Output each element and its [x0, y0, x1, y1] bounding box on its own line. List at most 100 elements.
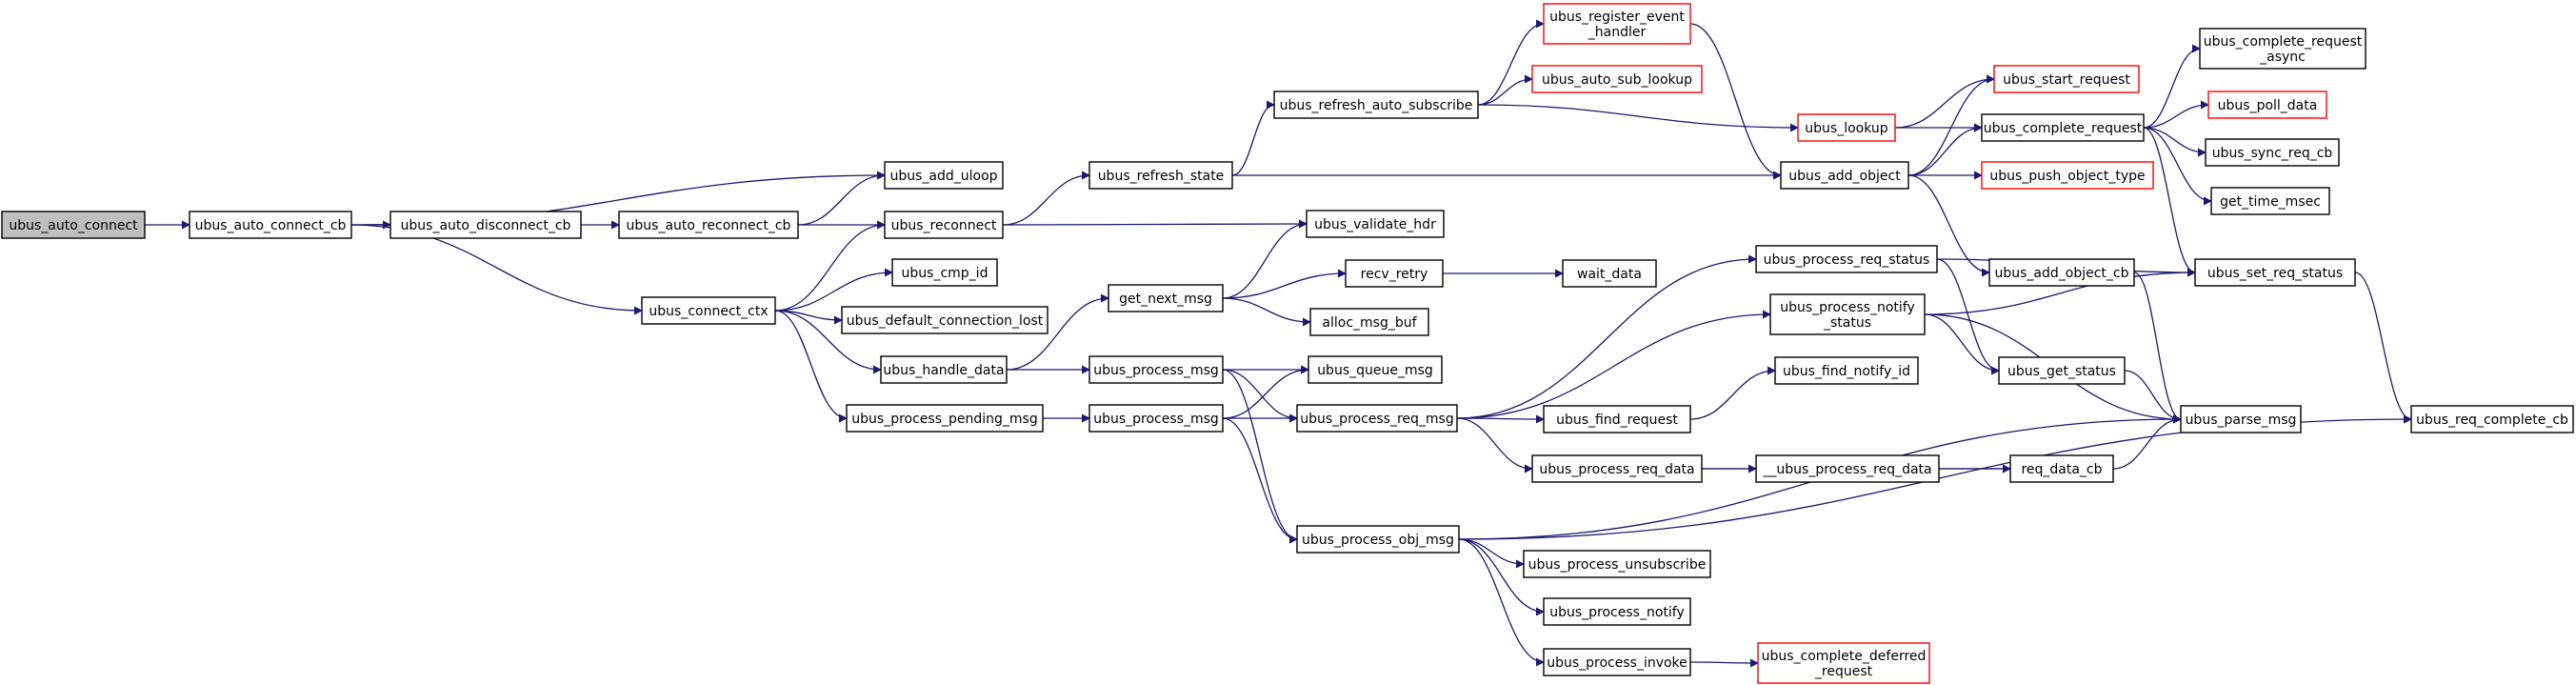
- node-auto-connect: ubus_auto_connect: [1, 211, 146, 239]
- node-label: recv_retry: [1361, 267, 1428, 282]
- node-box: [1088, 404, 1224, 433]
- node-box: [1088, 161, 1233, 190]
- node-refresh-state[interactable]: ubus_refresh_state: [1088, 161, 1233, 190]
- node-box: [891, 258, 998, 287]
- node-label: ubus_push_object_type: [1989, 169, 2145, 184]
- node-alloc-msg-buf[interactable]: alloc_msg_buf: [1309, 308, 1429, 336]
- node-wait-data[interactable]: wait_data: [1562, 259, 1657, 288]
- node-box: [1308, 355, 1443, 384]
- node-box: [641, 296, 776, 325]
- edge-handle-data-to-get-next-msg: [1006, 293, 1109, 371]
- node-add-object-cb[interactable]: ubus_add_object_cb: [1988, 258, 2135, 287]
- node-connect-ctx[interactable]: ubus_connect_ctx: [641, 296, 776, 325]
- edge-refresh-auto-subscribe-to-auto-sub-lookup: [1477, 74, 1533, 106]
- node-validate-hdr[interactable]: ubus_validate_hdr: [1306, 210, 1445, 238]
- node-box: [1998, 356, 2126, 385]
- node-req-complete-cb[interactable]: ubus_req_complete_cb: [2410, 405, 2574, 433]
- node-label: ubus_cmp_id: [902, 266, 988, 281]
- node-process-req-msg[interactable]: ubus_process_req_msg: [1296, 404, 1458, 433]
- node-box: [1993, 65, 2140, 93]
- node-find-request[interactable]: ubus_find_request: [1543, 405, 1691, 433]
- node-label: ubus_auto_connect: [9, 218, 138, 233]
- node-reconnect[interactable]: ubus_reconnect: [884, 211, 1004, 239]
- node-refresh-auto-subscribe[interactable]: ubus_refresh_auto_subscribe: [1273, 91, 1479, 119]
- edge-arrow: [1002, 171, 1090, 226]
- node-push-object-type[interactable]: ubus_push_object_type: [1981, 161, 2154, 190]
- node-auto-sub-lookup[interactable]: ubus_auto_sub_lookup: [1531, 65, 1703, 93]
- node-box: [1562, 259, 1657, 288]
- node-label: ubus_process_invoke: [1547, 655, 1687, 671]
- node-start-request[interactable]: ubus_start_request: [1993, 65, 2140, 93]
- edge-arrow: [2143, 127, 2212, 206]
- node-complete-deferred-request[interactable]: ubus_complete_deferred_request: [1757, 642, 1930, 684]
- node-add-uloop[interactable]: ubus_add_uloop: [884, 161, 1004, 190]
- node-lookup[interactable]: ubus_lookup: [1797, 113, 1896, 142]
- node-default-connection-lost[interactable]: ubus_default_connection_lost: [841, 306, 1048, 334]
- node-get-next-msg[interactable]: get_next_msg: [1108, 284, 1224, 312]
- node-auto-connect-cb[interactable]: ubus_auto_connect_cb: [189, 211, 352, 239]
- edge-process-msg-b-to-process-obj-msg: [1222, 417, 1298, 544]
- node-queue-msg[interactable]: ubus_queue_msg: [1308, 355, 1443, 384]
- edge-process-obj-msg-to-process-invoke: [1458, 538, 1545, 667]
- node-process-unsubscribe[interactable]: ubus_process_unsubscribe: [1523, 550, 1711, 578]
- node-parse-msg[interactable]: ubus_parse_msg: [2180, 405, 2302, 433]
- edge-process-req-status-to-get-status: [1936, 258, 2000, 375]
- node-recv-retry[interactable]: recv_retry: [1345, 259, 1444, 288]
- node-get-time-msec[interactable]: get_time_msec: [2210, 187, 2330, 215]
- node-box: [1797, 113, 1896, 142]
- node-add-object[interactable]: ubus_add_object: [1780, 161, 1909, 190]
- node-process-req-status[interactable]: ubus_process_req_status: [1755, 245, 1938, 273]
- node-process-pending-msg[interactable]: ubus_process_pending_msg: [846, 404, 1044, 433]
- node-box: [1774, 356, 1919, 385]
- node-process-invoke[interactable]: ubus_process_invoke: [1543, 648, 1691, 676]
- node-get-status[interactable]: ubus_get_status: [1998, 356, 2126, 385]
- node-register-event-handler[interactable]: ubus_register_event_handler: [1543, 3, 1691, 45]
- edge-arrow: [1456, 414, 1545, 424]
- node-label: ubus_process_msg: [1093, 412, 1219, 427]
- node-process-notify[interactable]: ubus_process_notify: [1543, 597, 1691, 626]
- node-process-msg-a[interactable]: ubus_process_msg: [1088, 355, 1224, 384]
- node-box: [1309, 308, 1429, 336]
- edge-refresh-state-to-refresh-auto-subscribe: [1231, 100, 1275, 176]
- node-box: [1296, 404, 1458, 433]
- node-find-notify-id[interactable]: ubus_find_notify_id: [1774, 356, 1919, 385]
- node-box: [1981, 113, 2145, 142]
- node-process-obj-msg[interactable]: ubus_process_obj_msg: [1296, 525, 1460, 554]
- edge-arrow: [1894, 74, 1995, 129]
- node-box: [1296, 525, 1460, 554]
- edge-connect-ctx-to-reconnect: [774, 220, 886, 312]
- node-box: [2199, 28, 2366, 70]
- edge-arrow: [1458, 538, 1545, 667]
- node-auto-disconnect-cb[interactable]: ubus_auto_disconnect_cb: [389, 211, 582, 239]
- edge-process-msg-a-to-process-obj-msg: [1222, 369, 1298, 544]
- edge-process-invoke-to-complete-deferred-request: [1689, 658, 1759, 668]
- node-set-req-status[interactable]: ubus_set_req_status: [2194, 258, 2356, 287]
- edge-arrow: [1907, 123, 1983, 176]
- node-complete-request-async[interactable]: ubus_complete_request_async: [2199, 28, 2366, 70]
- node-cmp-id[interactable]: ubus_cmp_id: [891, 258, 998, 287]
- node-handle-data[interactable]: ubus_handle_data: [880, 355, 1008, 384]
- node-process-req-data[interactable]: ubus_process_req_data: [1531, 454, 1703, 483]
- edge-process-req-msg-to-process-req-data: [1456, 417, 1533, 473]
- edge-arrow: [2143, 100, 2209, 129]
- node-process-req-data[interactable]: __ubus_process_req_data: [1755, 454, 1940, 483]
- node-req-data-cb[interactable]: req_data_cb: [2009, 454, 2114, 483]
- node-label: ubus_start_request: [2003, 72, 2130, 88]
- node-label: ubus_default_connection_lost: [847, 313, 1044, 329]
- node-box: [1769, 293, 1926, 335]
- node-complete-request[interactable]: ubus_complete_request: [1981, 113, 2145, 142]
- node-label: ubus_process_obj_msg: [1302, 533, 1454, 548]
- node-box: [1543, 648, 1691, 676]
- node-poll-data[interactable]: ubus_poll_data: [2207, 91, 2327, 119]
- node-label: ubus_register_event: [1549, 10, 1685, 25]
- node-label: ubus_complete_request: [1984, 121, 2143, 136]
- node-label: ubus_reconnect: [891, 218, 997, 233]
- edge-arrow: [1456, 310, 1771, 419]
- node-auto-reconnect-cb[interactable]: ubus_auto_reconnect_cb: [618, 211, 799, 239]
- node-label: ubus_process_pending_msg: [851, 412, 1037, 427]
- node-process-notify-status[interactable]: ubus_process_notify_status: [1769, 293, 1926, 335]
- node-process-msg-b[interactable]: ubus_process_msg: [1088, 404, 1224, 433]
- node-label: ubus_lookup: [1805, 121, 1887, 136]
- node-sync-req-cb[interactable]: ubus_sync_req_cb: [2205, 138, 2340, 167]
- edge-connect-ctx-to-process-pending-msg: [774, 310, 848, 423]
